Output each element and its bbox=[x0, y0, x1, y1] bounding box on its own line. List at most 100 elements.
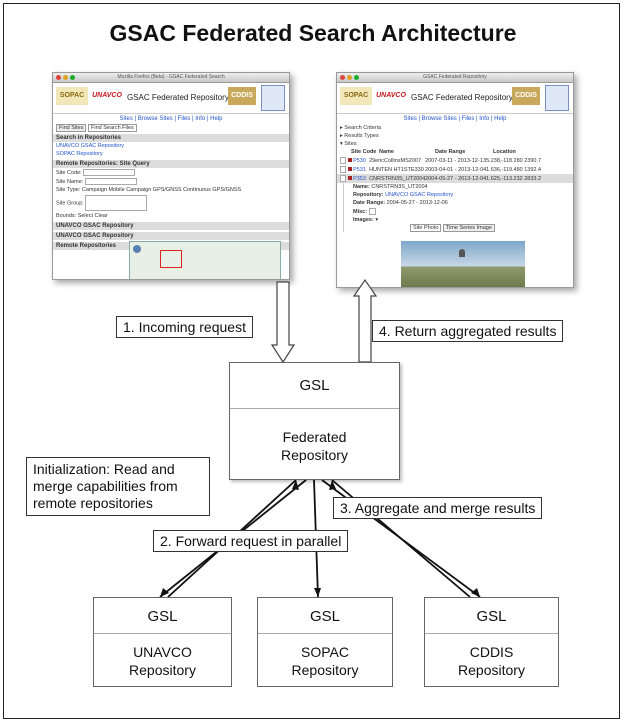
misc-icon[interactable] bbox=[368, 208, 376, 215]
forward-label: 2. Forward request in parallel bbox=[153, 530, 349, 552]
detail-name: Name: CNRSTRN3S_UT2004 bbox=[353, 184, 428, 190]
federated-divider bbox=[230, 408, 399, 409]
left-site-group-row: Site Group: bbox=[53, 194, 289, 212]
left-screenshot: Mozilla Firefox (Beta) - GSAC Federated … bbox=[52, 72, 290, 280]
close-dot-icon bbox=[340, 75, 345, 80]
left-repo-link-2[interactable]: SOPAC Repository bbox=[56, 151, 103, 157]
cddis-logo: CDDIS bbox=[512, 87, 540, 105]
left-bounds-row[interactable]: Bounds: Select Clear bbox=[56, 213, 108, 219]
site-group-select[interactable] bbox=[85, 195, 148, 211]
tab-find-sites[interactable]: Find Sites bbox=[56, 124, 87, 132]
minimize-dot-icon bbox=[63, 75, 68, 80]
nasa-logo-icon bbox=[545, 85, 569, 111]
initialization-label: Initialization: Read and merge capabilit… bbox=[26, 457, 210, 516]
arrowhead-return-left bbox=[292, 480, 299, 490]
row-color-icon bbox=[347, 175, 352, 180]
cddis-repository-box: GSL CDDIS Repository bbox=[424, 597, 559, 687]
left-header-title: GSAC Federated Repository bbox=[127, 93, 229, 102]
aggregate-label: 3. Aggregate and merge results bbox=[333, 497, 543, 519]
left-site-name-row: Site Name: bbox=[53, 177, 289, 186]
left-sec-site-query: Remote Repositories: Site Query bbox=[53, 160, 289, 168]
cddis-repo-word: Repository bbox=[458, 662, 525, 678]
tab-time-series-image[interactable]: Time Series Image bbox=[442, 224, 495, 232]
left-repo-link-1[interactable]: UNAVCO GSAC Repository bbox=[56, 143, 125, 149]
cddis-name: CDDIS bbox=[469, 644, 514, 660]
left-tabs: Find Sites Find Search Files bbox=[53, 124, 289, 132]
detail-images: Images: ▾ bbox=[353, 217, 379, 223]
site-code-label: Site Code: bbox=[56, 169, 82, 176]
left-sec-search: Search in Repositories bbox=[53, 134, 289, 142]
row-checkbox[interactable] bbox=[340, 175, 346, 182]
unavco-divider bbox=[94, 633, 231, 634]
return-results-label: 4. Return aggregated results bbox=[372, 320, 564, 342]
col-site-code[interactable]: Site Code bbox=[351, 149, 377, 155]
arrowhead-cddis bbox=[471, 588, 480, 597]
left-site-type-row[interactable]: Site Type: Campaign Mobile Campaign GPS/… bbox=[56, 187, 242, 193]
col-name[interactable]: Name bbox=[379, 149, 394, 155]
site-name-label: Site Name: bbox=[56, 178, 84, 185]
col-location[interactable]: Location bbox=[493, 149, 516, 155]
site-detail-panel: Name: CNRSTRN3S_UT2004 Repository: UNAVC… bbox=[343, 183, 573, 232]
toggle-results-types[interactable]: ▸ Results Types bbox=[340, 133, 379, 139]
right-window-titlebar: GSAC Federated Repository bbox=[337, 73, 573, 83]
site-name-input[interactable] bbox=[84, 178, 137, 185]
sopac-name: SOPAC bbox=[301, 644, 349, 660]
left-window-title: Mozilla Firefox (Beta) - GSAC Federated … bbox=[117, 74, 225, 80]
arrowhead-sopac bbox=[314, 588, 321, 597]
bounds-map[interactable] bbox=[129, 241, 281, 279]
diagram-frame bbox=[3, 3, 620, 719]
left-sec-unavco-1: UNAVCO GSAC Repository bbox=[53, 222, 289, 230]
map-zoom-control-icon[interactable] bbox=[133, 245, 141, 253]
row-checkbox[interactable] bbox=[340, 166, 346, 173]
left-window-titlebar: Mozilla Firefox (Beta) - GSAC Federated … bbox=[53, 73, 289, 83]
left-sec-unavco-2: UNAVCO GSAC Repository bbox=[53, 232, 289, 240]
sopac-gsl-label: GSL bbox=[309, 608, 340, 625]
left-page-header: SOPAC UNAVCO GSAC Federated Repository C… bbox=[53, 83, 289, 114]
return-arrow bbox=[352, 278, 378, 363]
row-color-icon bbox=[347, 157, 352, 162]
cddis-divider bbox=[425, 633, 558, 634]
map-selection-box bbox=[160, 250, 182, 268]
cddis-logo: CDDIS bbox=[228, 87, 256, 105]
right-header-title: GSAC Federated Repository bbox=[411, 93, 513, 102]
site-code-input[interactable] bbox=[83, 169, 136, 176]
left-nav-links[interactable]: Sites | Browse Sites | Files | Info | He… bbox=[119, 116, 223, 122]
site-group-label: Site Group: bbox=[56, 200, 84, 207]
diagram-title: GSAC Federated Search Architecture bbox=[109, 20, 517, 46]
right-window-title: GSAC Federated Repository bbox=[423, 74, 487, 80]
arrowhead-unavco bbox=[160, 588, 169, 597]
right-screenshot: GSAC Federated Repository SOPAC UNAVCO G… bbox=[336, 72, 574, 288]
toggle-sites[interactable]: ▾ Sites bbox=[340, 141, 357, 147]
tab-find-search-files[interactable]: Find Search Files bbox=[88, 124, 137, 132]
detail-misc: Misc: bbox=[350, 207, 573, 216]
left-site-code-row: Site Code: bbox=[53, 168, 289, 177]
nasa-logo-icon bbox=[261, 85, 285, 111]
row-checkbox[interactable] bbox=[340, 157, 346, 164]
col-date-range[interactable]: Date Range bbox=[435, 149, 466, 155]
federated-gsl-box: GSL Federated Repository bbox=[229, 362, 400, 480]
unavco-repo-word: Repository bbox=[129, 662, 196, 678]
toggle-search-criteria[interactable]: ▸ Search Criteria bbox=[340, 125, 381, 131]
minimize-dot-icon bbox=[347, 75, 352, 80]
zoom-dot-icon bbox=[70, 75, 75, 80]
row-color-icon bbox=[347, 166, 352, 171]
detail-repository: Repository: UNAVCO GSAC Repository bbox=[353, 192, 454, 198]
sopac-logo: SOPAC bbox=[56, 87, 88, 105]
arrowhead-return-right bbox=[329, 480, 336, 490]
unavco-repository-box: GSL UNAVCO Repository bbox=[93, 597, 232, 687]
unavco-name: UNAVCO bbox=[133, 644, 192, 660]
sopac-divider bbox=[258, 633, 392, 634]
sopac-repo-word: Repository bbox=[291, 662, 359, 678]
tab-site-photo[interactable]: Site Photo bbox=[410, 224, 442, 232]
site-photo-image bbox=[401, 241, 525, 287]
unavco-gsl-label: GSL bbox=[147, 608, 178, 625]
close-dot-icon bbox=[56, 75, 61, 80]
federated-gsl-label: GSL bbox=[299, 377, 330, 394]
right-nav-links[interactable]: Sites | Browse Sites | Files | Info | He… bbox=[403, 116, 507, 122]
federated-line-2: Repository bbox=[281, 447, 348, 463]
detail-date-range: Date Range: 2004-05-27 - 2013-12-06 bbox=[353, 200, 448, 206]
